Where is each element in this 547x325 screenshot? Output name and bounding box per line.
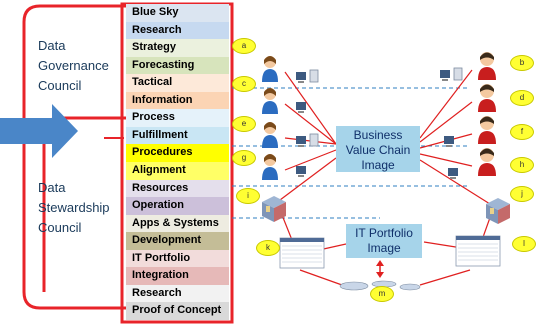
business-value-chain-box: Business Value Chain Image xyxy=(336,126,420,172)
portfolio-down-arrow-icon xyxy=(376,260,384,278)
computer-icon xyxy=(448,168,458,179)
layer-row: Strategy xyxy=(126,39,229,57)
callout-bubble-i: i xyxy=(236,188,260,204)
portfolio-table-icon-left xyxy=(279,237,325,269)
callout-bubble-k: k xyxy=(256,240,280,256)
layer-row: Research xyxy=(126,21,229,40)
stewardship-line: Data xyxy=(38,180,66,195)
layer-row: Resources xyxy=(126,179,229,198)
computer-icons xyxy=(296,67,463,179)
callout-bubble-c: c xyxy=(232,76,256,92)
layer-row: Alignment xyxy=(126,162,229,180)
callout-bubble-a: a xyxy=(232,38,256,54)
callout-bubble-f: f xyxy=(510,124,534,140)
computer-icon xyxy=(296,69,319,83)
computer-icon xyxy=(444,136,454,147)
stewardship-council-label: Data Stewardship Council xyxy=(38,178,110,238)
governance-line: Governance xyxy=(38,58,109,73)
business-box-line: Value Chain xyxy=(345,143,411,157)
portfolio-box-line: IT Portfolio xyxy=(355,226,413,240)
layer-row: Forecasting xyxy=(126,56,229,75)
layer-row: Proof of Concept xyxy=(126,302,229,320)
person-icon xyxy=(262,122,278,148)
person-icon xyxy=(262,88,278,114)
callout-bubble-m: m xyxy=(370,286,394,302)
system-cube-icon-right xyxy=(486,198,510,224)
stewardship-line: Council xyxy=(38,220,82,235)
person-icon xyxy=(262,154,278,180)
layer-row: Operation xyxy=(126,197,229,215)
callout-bubble-d: d xyxy=(510,90,534,106)
computer-icon xyxy=(440,67,463,81)
layer-row: Blue Sky xyxy=(126,4,229,22)
person-icon-group-left xyxy=(262,56,278,180)
system-cube-icon-left xyxy=(262,196,286,222)
layer-row: Process xyxy=(126,109,229,127)
layer-row: Information xyxy=(126,91,229,110)
it-portfolio-box: IT Portfolio Image xyxy=(346,224,422,258)
business-box-line: Image xyxy=(361,158,395,172)
layer-row: Tactical xyxy=(126,74,229,92)
layer-row: Fulfillment xyxy=(126,126,229,145)
person-icon xyxy=(478,84,496,112)
callout-bubble-e: e xyxy=(232,116,256,132)
layer-row: Apps & Systems xyxy=(126,214,229,233)
callout-bubble-h: h xyxy=(510,157,534,173)
layer-row: Research xyxy=(126,284,229,303)
governance-line: Council xyxy=(38,78,82,93)
callout-bubble-b: b xyxy=(510,55,534,71)
person-icon xyxy=(478,116,496,144)
computer-icon xyxy=(296,102,306,113)
person-icon xyxy=(478,148,496,176)
stewardship-line: Stewardship xyxy=(38,200,110,215)
portfolio-box-line: Image xyxy=(367,241,401,255)
callout-bubble-l: l xyxy=(512,236,536,252)
callout-bubble-g: g xyxy=(232,150,256,166)
layer-row: Development xyxy=(126,232,229,250)
layer-row: Procedures xyxy=(126,144,229,162)
council-bracket xyxy=(22,4,126,310)
callout-bubble-j: j xyxy=(510,186,534,202)
layer-row: Integration xyxy=(126,267,229,285)
governance-line: Data xyxy=(38,38,66,53)
computer-icon xyxy=(296,133,319,147)
layer-row: IT Portfolio xyxy=(126,249,229,268)
person-icon xyxy=(478,52,496,80)
business-connectors xyxy=(279,69,493,286)
blue-arrow-icon xyxy=(0,104,78,158)
portfolio-table-icon-right xyxy=(455,235,501,267)
person-icon xyxy=(262,56,278,82)
computer-icon xyxy=(296,166,306,177)
governance-council-label: Data Governance Council xyxy=(38,36,109,96)
person-icon-group-right xyxy=(478,52,496,176)
business-box-line: Business xyxy=(353,128,403,142)
integration-shapes-icon xyxy=(339,280,421,291)
